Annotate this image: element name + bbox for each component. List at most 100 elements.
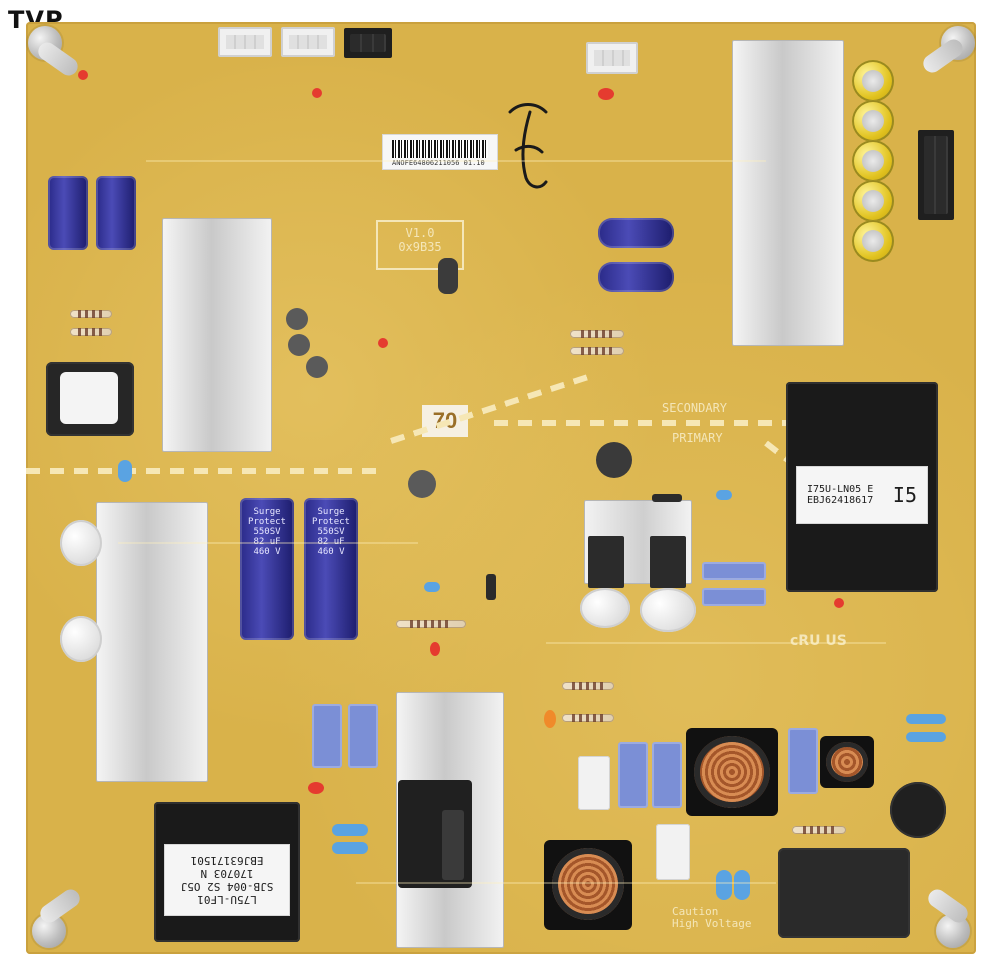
film-capacitor-6 [702,562,766,580]
blue-glue-5 [716,490,732,500]
blue-glue-8 [906,714,946,724]
blue-glue-6 [716,870,732,900]
red-glue-3 [598,88,614,100]
secondary-label: SECONDARY [662,401,728,415]
capacitor-surge-1: Surge Protect 550SV 82 uF 460 V [240,498,294,640]
capacitor-blue-1 [48,176,88,250]
resistor-6 [562,682,614,690]
version-silkscreen: V1.0 0x9B35 [376,220,464,270]
transformer-label-left: I75U-LN05 E EBJ62418617 [807,484,874,506]
resistor-1 [70,310,112,318]
small-cap-1 [438,258,458,294]
red-glue-5 [834,598,844,608]
barcode-text: ANOFE64806211056 01.10 [392,159,485,167]
heatsink-left-bottom [96,502,208,782]
white-component-1 [578,756,610,810]
capacitor-surge-text-1: Surge Protect 550SV 82 uF 460 V [248,507,286,557]
blue-glue-7 [734,870,750,900]
small-cap-6 [596,442,632,478]
trace-4 [356,882,776,884]
isolation-line-right [494,420,804,426]
small-transformer-core [60,372,118,424]
blue-glue-2 [424,582,440,592]
mosfet-right [650,536,686,588]
large-black-component [778,848,910,938]
capacitor-yellow-4 [852,180,894,222]
resistor-3 [570,330,624,338]
film-capacitor-7 [702,588,766,606]
connector-right-black [918,130,954,220]
film-capacitor-4 [652,742,682,808]
small-transformer-left [46,362,134,436]
capacitor-blue-center-bottom [598,262,674,292]
common-mode-choke-1 [694,736,770,808]
caution-text: Caution High Voltage [672,905,752,931]
transformer-label-right: I5 [892,483,917,507]
connector-3-black [344,28,392,58]
capacitor-surge-text-2: Surge Protect 550SV 82 uF 460 V [312,507,350,557]
resistor-5 [396,620,466,628]
heatsink-left-top [162,218,272,452]
film-capacitor-1 [312,704,342,768]
capacitor-blue-2 [96,176,136,250]
white-component-2 [656,824,690,880]
resistor-2 [70,328,112,336]
red-glue-7 [308,782,324,794]
connector-2 [281,27,335,57]
bottom-transformer: L75U-LF01 SJB-004 S2 O5J 170703 N EBJ631… [154,802,300,942]
red-glue-8 [544,710,556,728]
small-cap-3 [288,334,310,356]
capacitor-yellow-2 [852,100,894,142]
film-capacitor-2 [348,704,378,768]
handwritten-mark [508,103,548,189]
blue-glue-1 [118,460,132,482]
small-cap-2 [286,308,308,330]
barcode-label: ANOFE64806211056 01.10 [382,134,498,170]
resistor-4 [570,347,624,355]
trace-2 [118,542,418,544]
transformer-label: I75U-LN05 E EBJ62418617 I5 [796,466,928,524]
mosfet-left [588,536,624,588]
thermistor-disc-3 [580,588,630,628]
resistor-8 [792,826,846,834]
red-glue-6 [430,642,440,656]
blue-glue-3 [332,824,368,836]
connector-top-small [586,42,638,74]
bridge-rectifier [398,780,472,888]
red-glue-2 [312,88,322,98]
isolation-line-left [26,468,386,474]
heatsink-top-right [732,40,844,346]
bottom-transformer-text: L75U-LF01 SJB-004 S2 O5J 170703 N EBJ631… [180,854,274,906]
thermistor-disc-1 [60,520,102,566]
capacitor-yellow-1 [852,60,894,102]
black-inductor-round [890,782,946,838]
small-choke [826,742,868,782]
ul-mark: cRU US [790,633,847,649]
small-diode-1 [652,494,682,502]
blue-glue-4 [332,842,368,854]
film-capacitor-3 [618,742,648,808]
primary-label: PRIMARY [672,431,723,445]
isolation-line-mid [390,373,592,444]
trace-1 [146,160,766,162]
thermistor-disc-4 [640,588,696,632]
blue-glue-9 [906,732,946,742]
small-cap-4 [306,356,328,378]
capacitor-yellow-3 [852,140,894,182]
capacitor-blue-center-top [598,218,674,248]
pcb-board: ANOFE64806211056 01.10 V1.0 0x9B35 70 SE… [26,22,976,954]
red-glue-4 [378,338,388,348]
capacitor-yellow-5 [852,220,894,262]
barcode-bars [392,140,488,158]
bottom-transformer-label: L75U-LF01 SJB-004 S2 O5J 170703 N EBJ631… [164,844,290,916]
common-mode-choke-2 [552,848,624,920]
thermistor-disc-2 [60,616,102,662]
red-glue-1 [78,70,88,80]
trace-3 [546,642,886,644]
small-diode-2 [486,574,496,600]
resistor-7 [562,714,614,722]
capacitor-surge-2: Surge Protect 550SV 82 uF 460 V [304,498,358,640]
film-capacitor-5 [788,728,818,794]
connector-1 [218,27,272,57]
small-cap-5 [408,470,436,498]
